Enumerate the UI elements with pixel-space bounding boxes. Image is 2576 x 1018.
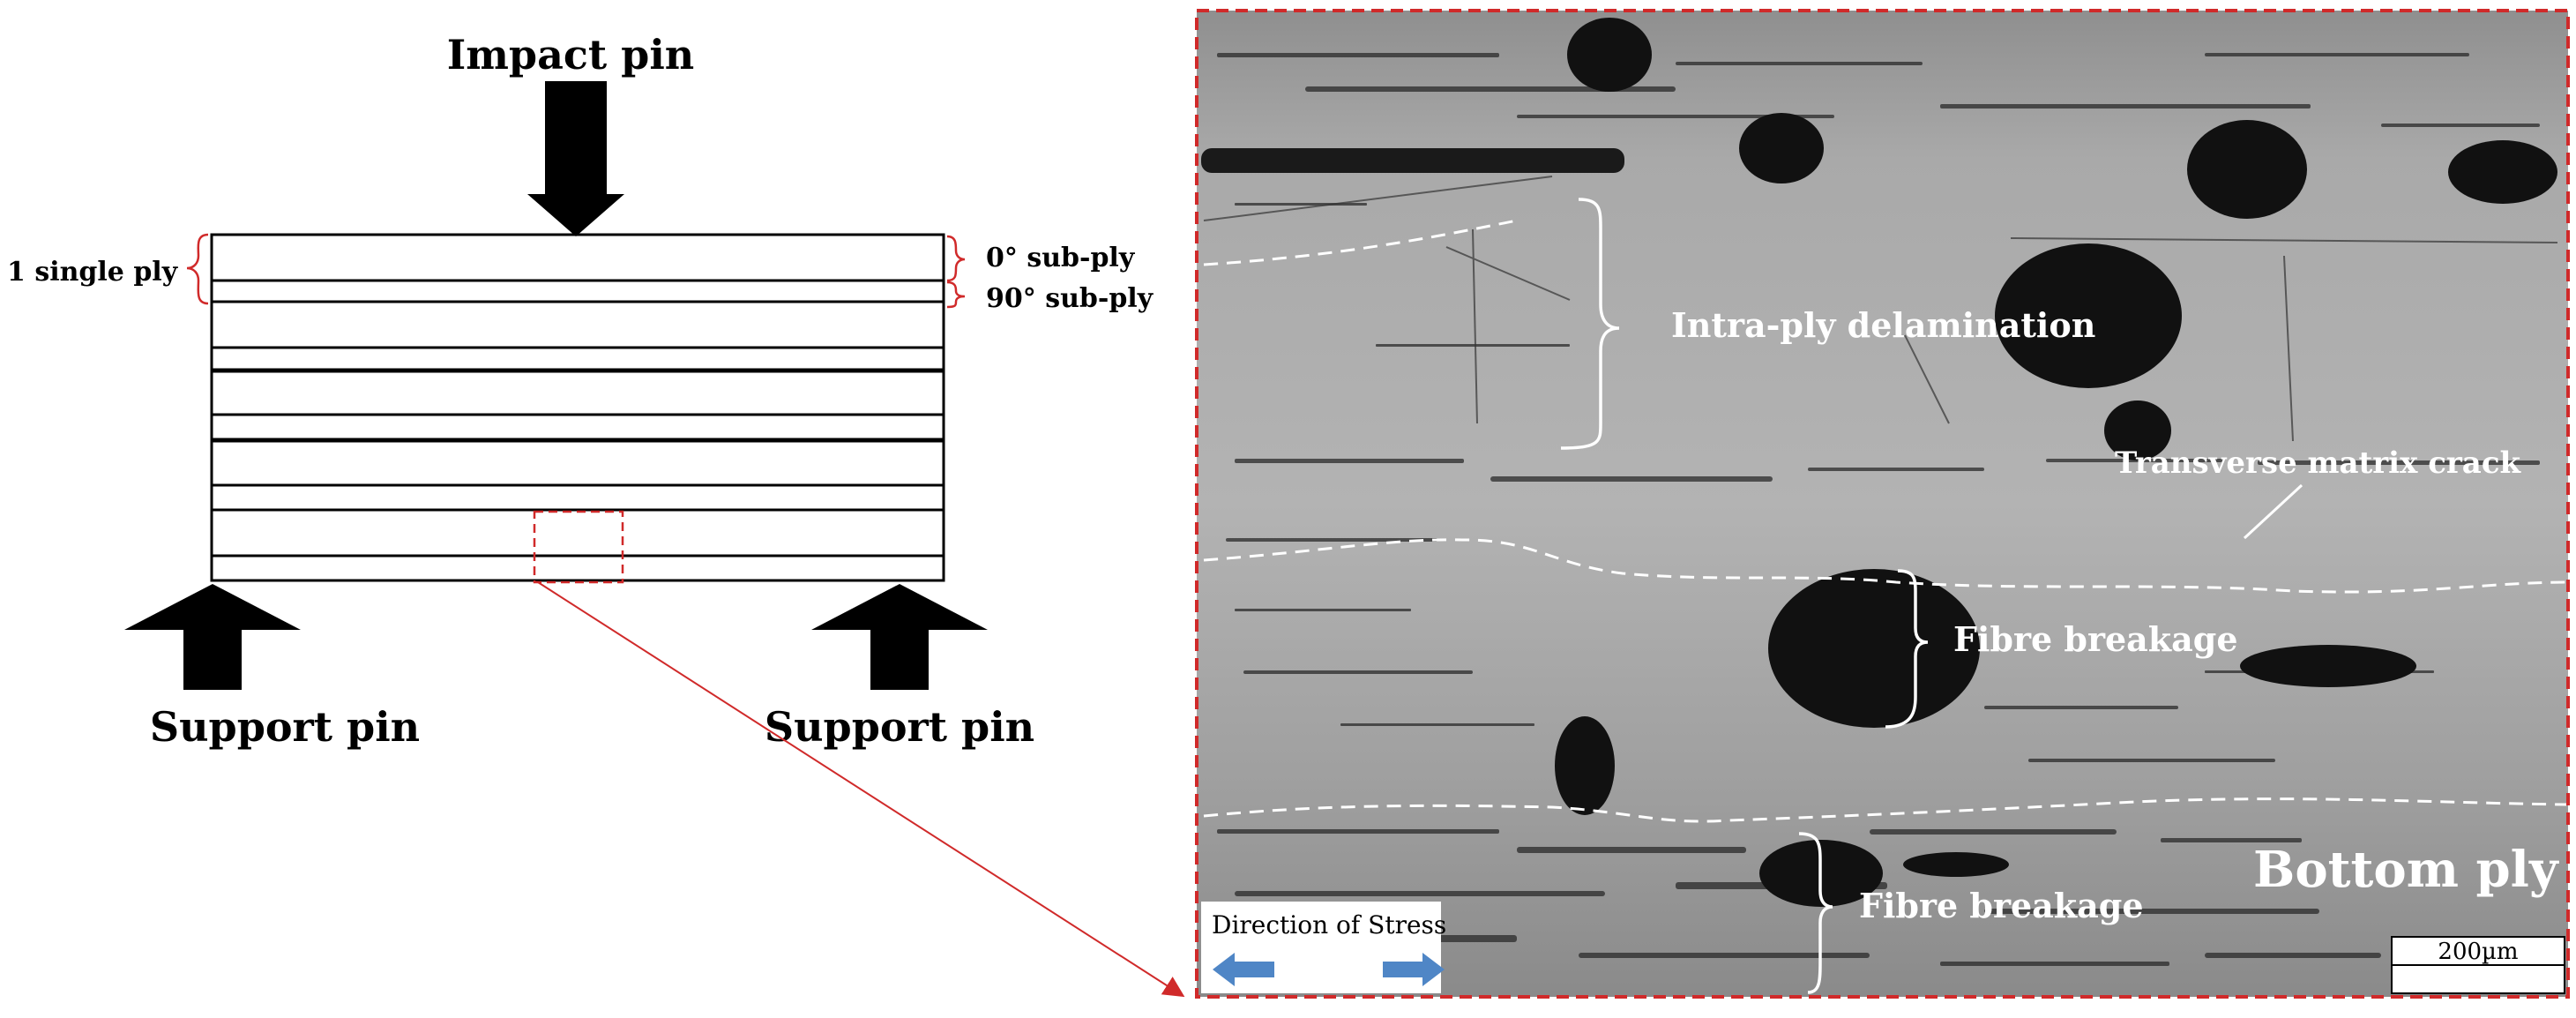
impact-pin-label: Impact pin xyxy=(447,31,695,79)
scale-bar: 200µm xyxy=(2391,936,2565,994)
micrograph-border xyxy=(1195,9,2570,999)
bottom-ply-label: Bottom ply xyxy=(2253,841,2559,899)
ply-interface-lines xyxy=(1203,219,2567,823)
matrix-cracks xyxy=(1203,176,2558,442)
arrow-left-icon xyxy=(1213,953,1274,986)
arrow-right-icon xyxy=(1383,953,1445,986)
zoom-region-box xyxy=(533,510,624,584)
intra-ply-delamination-label: Intra-ply delamination xyxy=(1671,305,2095,345)
fibre-breakage-label-2: Fibre breakage xyxy=(1859,886,2144,925)
sub-ply-0-brace xyxy=(946,235,966,282)
delamination-bracket xyxy=(1560,198,1620,450)
support-pin-right-arrow xyxy=(811,584,988,690)
fibre-breakage-bracket-2 xyxy=(1798,832,1833,994)
transverse-matrix-crack-label: Transverse matrix crack xyxy=(2115,445,2522,481)
void-regions xyxy=(1555,18,2557,907)
single-ply-brace xyxy=(186,233,209,305)
fibre-breakage-label-1: Fibre breakage xyxy=(1953,619,2238,659)
dark-streak-band xyxy=(1201,148,1624,173)
single-ply-label: 1 single ply xyxy=(7,257,179,288)
transverse-crack-pointer xyxy=(2243,483,2303,540)
fibre-texture xyxy=(1217,53,2540,966)
sub-ply-0-label: 0° sub-ply xyxy=(986,243,1136,273)
support-pin-left-label: Support pin xyxy=(150,703,420,751)
laminate-stack xyxy=(210,233,945,582)
impact-pin-arrow xyxy=(527,81,624,236)
support-pin-right-label: Support pin xyxy=(765,703,1034,751)
specimen-schematic: Impact pin 1 single ply 0° sub-ply 90° s… xyxy=(7,31,1185,998)
sub-ply-90-brace xyxy=(946,281,966,309)
direction-of-stress-label: Direction of Stress xyxy=(1212,910,1446,939)
sub-ply-90-label: 90° sub-ply xyxy=(986,283,1154,314)
fibre-breakage-bracket-1 xyxy=(1885,569,1929,729)
support-pin-left-arrow xyxy=(124,584,301,690)
micrograph-panel: Intra-ply delamination Transverse matrix… xyxy=(1195,9,2570,999)
scale-bar-label: 200µm xyxy=(2438,939,2518,965)
direction-of-stress-box: Direction of Stress xyxy=(1201,902,1446,993)
zoom-connector-line xyxy=(537,581,1185,998)
